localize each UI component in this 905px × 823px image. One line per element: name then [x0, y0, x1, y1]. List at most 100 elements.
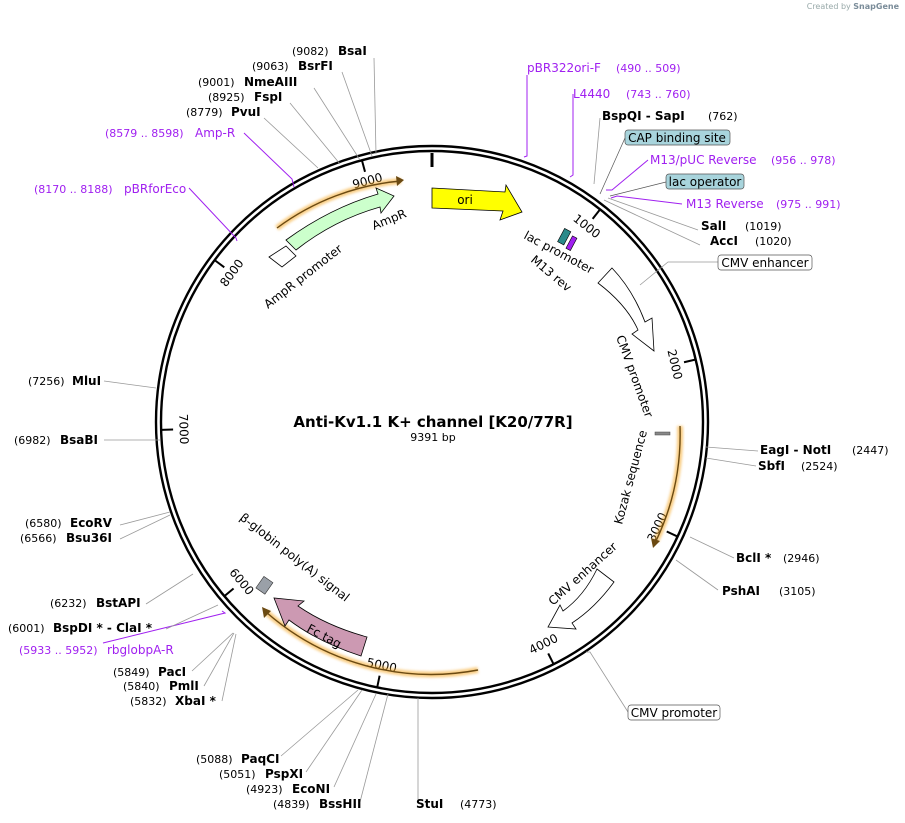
tick-label-1000: 1000 [570, 211, 603, 241]
site-econi[interactable]: EcoNI [292, 782, 330, 796]
fc-tag-arrow[interactable] [273, 597, 368, 657]
site-nmeaiii-pos: (9001) [198, 76, 235, 89]
lac-promoter-block[interactable] [557, 228, 572, 246]
primer-l4440-range: (743 .. 760) [626, 88, 691, 101]
site-mlui[interactable]: MluI [72, 374, 101, 388]
site-bcli[interactable]: BclI * [736, 551, 772, 565]
primer-amp-r-range: (8579 .. 8598) [105, 127, 184, 140]
site-sbfi[interactable]: SbfI [758, 459, 785, 473]
site-ecorv-pos: (6580) [25, 517, 62, 530]
m13-rev-block[interactable] [565, 235, 578, 251]
primer-amp-r[interactable]: Amp-R [195, 126, 235, 140]
site-bspqi-sapi-pos: (762) [708, 110, 738, 123]
site-sbfi-pos: (2524) [801, 460, 838, 473]
bottom-orf-head [262, 607, 271, 618]
cmv-promoter-box-label: CMV promoter [631, 706, 718, 720]
site-paqci[interactable]: PaqCI [241, 752, 279, 766]
ampr-arrow[interactable] [285, 187, 395, 251]
tick-label-7000: 7000 [176, 414, 191, 445]
ampr-orf-head [396, 176, 404, 186]
site-bsshii[interactable]: BssHII [319, 797, 361, 811]
site-ecorv[interactable]: EcoRV [70, 516, 113, 530]
site-bspqi-sapi[interactable]: BspQI - SapI [602, 109, 685, 123]
tick-label-8000: 8000 [217, 257, 246, 290]
site-paci-pos: (5849) [113, 666, 150, 679]
primer-l4440[interactable]: L4440 [573, 87, 610, 101]
site-bstapi[interactable]: BstAPI [96, 596, 141, 610]
site-bsu36i[interactable]: Bsu36I [66, 531, 112, 545]
backbone-outer [154, 144, 710, 700]
tick-mark-5000 [376, 675, 381, 688]
site-bsu36i-pos: (6566) [20, 532, 57, 545]
site-pspxi[interactable]: PspXI [265, 767, 303, 781]
site-bsrfi[interactable]: BsrFI [298, 59, 333, 73]
site-paci[interactable]: PacI [158, 665, 186, 679]
primer-lines [102, 75, 683, 644]
tick-mark-2000 [683, 358, 696, 364]
site-pmli[interactable]: PmlI [169, 679, 199, 693]
primer-m13-puc-reverse-range: (956 .. 978) [771, 154, 836, 167]
tick-mark-9000 [360, 159, 366, 173]
cmv-promoter-arrow[interactable] [597, 267, 655, 352]
tick-mark-6000 [223, 587, 235, 597]
right-orf-line [655, 425, 681, 542]
site-bstapi-pos: (6232) [50, 597, 87, 610]
site-fspi-pos: (8925) [208, 91, 245, 104]
primer-rbglobpa-r[interactable]: rbglobpA-R [107, 643, 174, 657]
site-sali-pos: (1019) [745, 220, 782, 233]
cmv-enhancer-box[interactable] [717, 254, 813, 271]
primer-pbr322ori-f[interactable]: pBR322ori-F [527, 61, 601, 75]
site-xbai[interactable]: XbaI * [175, 694, 217, 708]
tick-mark-3000 [666, 530, 679, 538]
cap-binding-site-leader [599, 137, 626, 195]
tick-label-4000: 4000 [527, 631, 561, 657]
primer-rbglobpa-r-range: (5933 .. 5952) [19, 644, 98, 657]
site-pshai[interactable]: PshAI [722, 584, 760, 598]
ampr-promoter-label: AmpR promoter [261, 242, 345, 312]
tick-mark-1000 [591, 208, 601, 220]
site-bsabi[interactable]: BsaBI [60, 433, 98, 447]
lac-operator-label: lac operator [669, 175, 742, 189]
site-stui[interactable]: StuI [416, 797, 443, 811]
primer-pbrforeco[interactable]: pBRforEco [124, 182, 186, 196]
site-pmli-pos: (5840) [123, 680, 160, 693]
site-bsrfi-pos: (9063) [252, 60, 289, 73]
backbone-inner [159, 149, 705, 695]
site-eagi-noti-pos: (2447) [852, 444, 889, 457]
site-bsabi-pos: (6982) [14, 434, 51, 447]
cmv-enhancer-arrow[interactable] [547, 568, 615, 630]
cmv-enhancer-box-label: CMV enhancer [721, 256, 808, 270]
site-pshai-pos: (3105) [779, 585, 816, 598]
primer-m13-puc-reverse[interactable]: M13/pUC Reverse [650, 153, 757, 167]
bglobin-block[interactable] [255, 575, 274, 595]
kozak-block[interactable] [654, 431, 671, 436]
cmv-promoter-box[interactable] [627, 704, 721, 721]
primer-pbr322ori-f-range: (490 .. 509) [616, 62, 681, 75]
primer-pbrforeco-range: (8170 .. 8188) [34, 183, 113, 196]
site-nmeaiii[interactable]: NmeAIII [244, 75, 297, 89]
tick-label-6000: 6000 [226, 566, 256, 598]
cap-binding-site-box[interactable] [624, 129, 731, 146]
site-fspi[interactable]: FspI [254, 90, 282, 104]
site-pvui[interactable]: PvuI [231, 105, 261, 119]
primer-m13-reverse[interactable]: M13 Reverse [686, 197, 764, 211]
site-bspdi-clai-pos: (6001) [8, 622, 45, 635]
site-bsshii-pos: (4839) [273, 798, 310, 811]
ori-arrow[interactable] [431, 183, 523, 221]
bottom-orf-line [265, 611, 479, 676]
lac-operator-box[interactable] [665, 173, 745, 190]
site-sali[interactable]: SalI [701, 219, 726, 233]
ampr-promoter-arrow[interactable] [268, 245, 297, 268]
primer-m13-reverse-range: (975 .. 991) [776, 198, 841, 211]
site-bspdi-clai[interactable]: BspDI * - ClaI * [53, 621, 153, 635]
ampr-label: AmpR [370, 206, 408, 232]
site-eagi-noti[interactable]: EagI - NotI [760, 443, 831, 457]
site-pspxi-pos: (5051) [219, 768, 256, 781]
kozak-label: Kozak sequence [611, 429, 650, 526]
tick-mark-4000 [547, 653, 555, 665]
right-orf-head [651, 538, 660, 548]
site-bsai[interactable]: BsaI [338, 44, 367, 58]
site-bcli-pos: (2946) [783, 552, 820, 565]
site-acci[interactable]: AccI [710, 234, 738, 248]
